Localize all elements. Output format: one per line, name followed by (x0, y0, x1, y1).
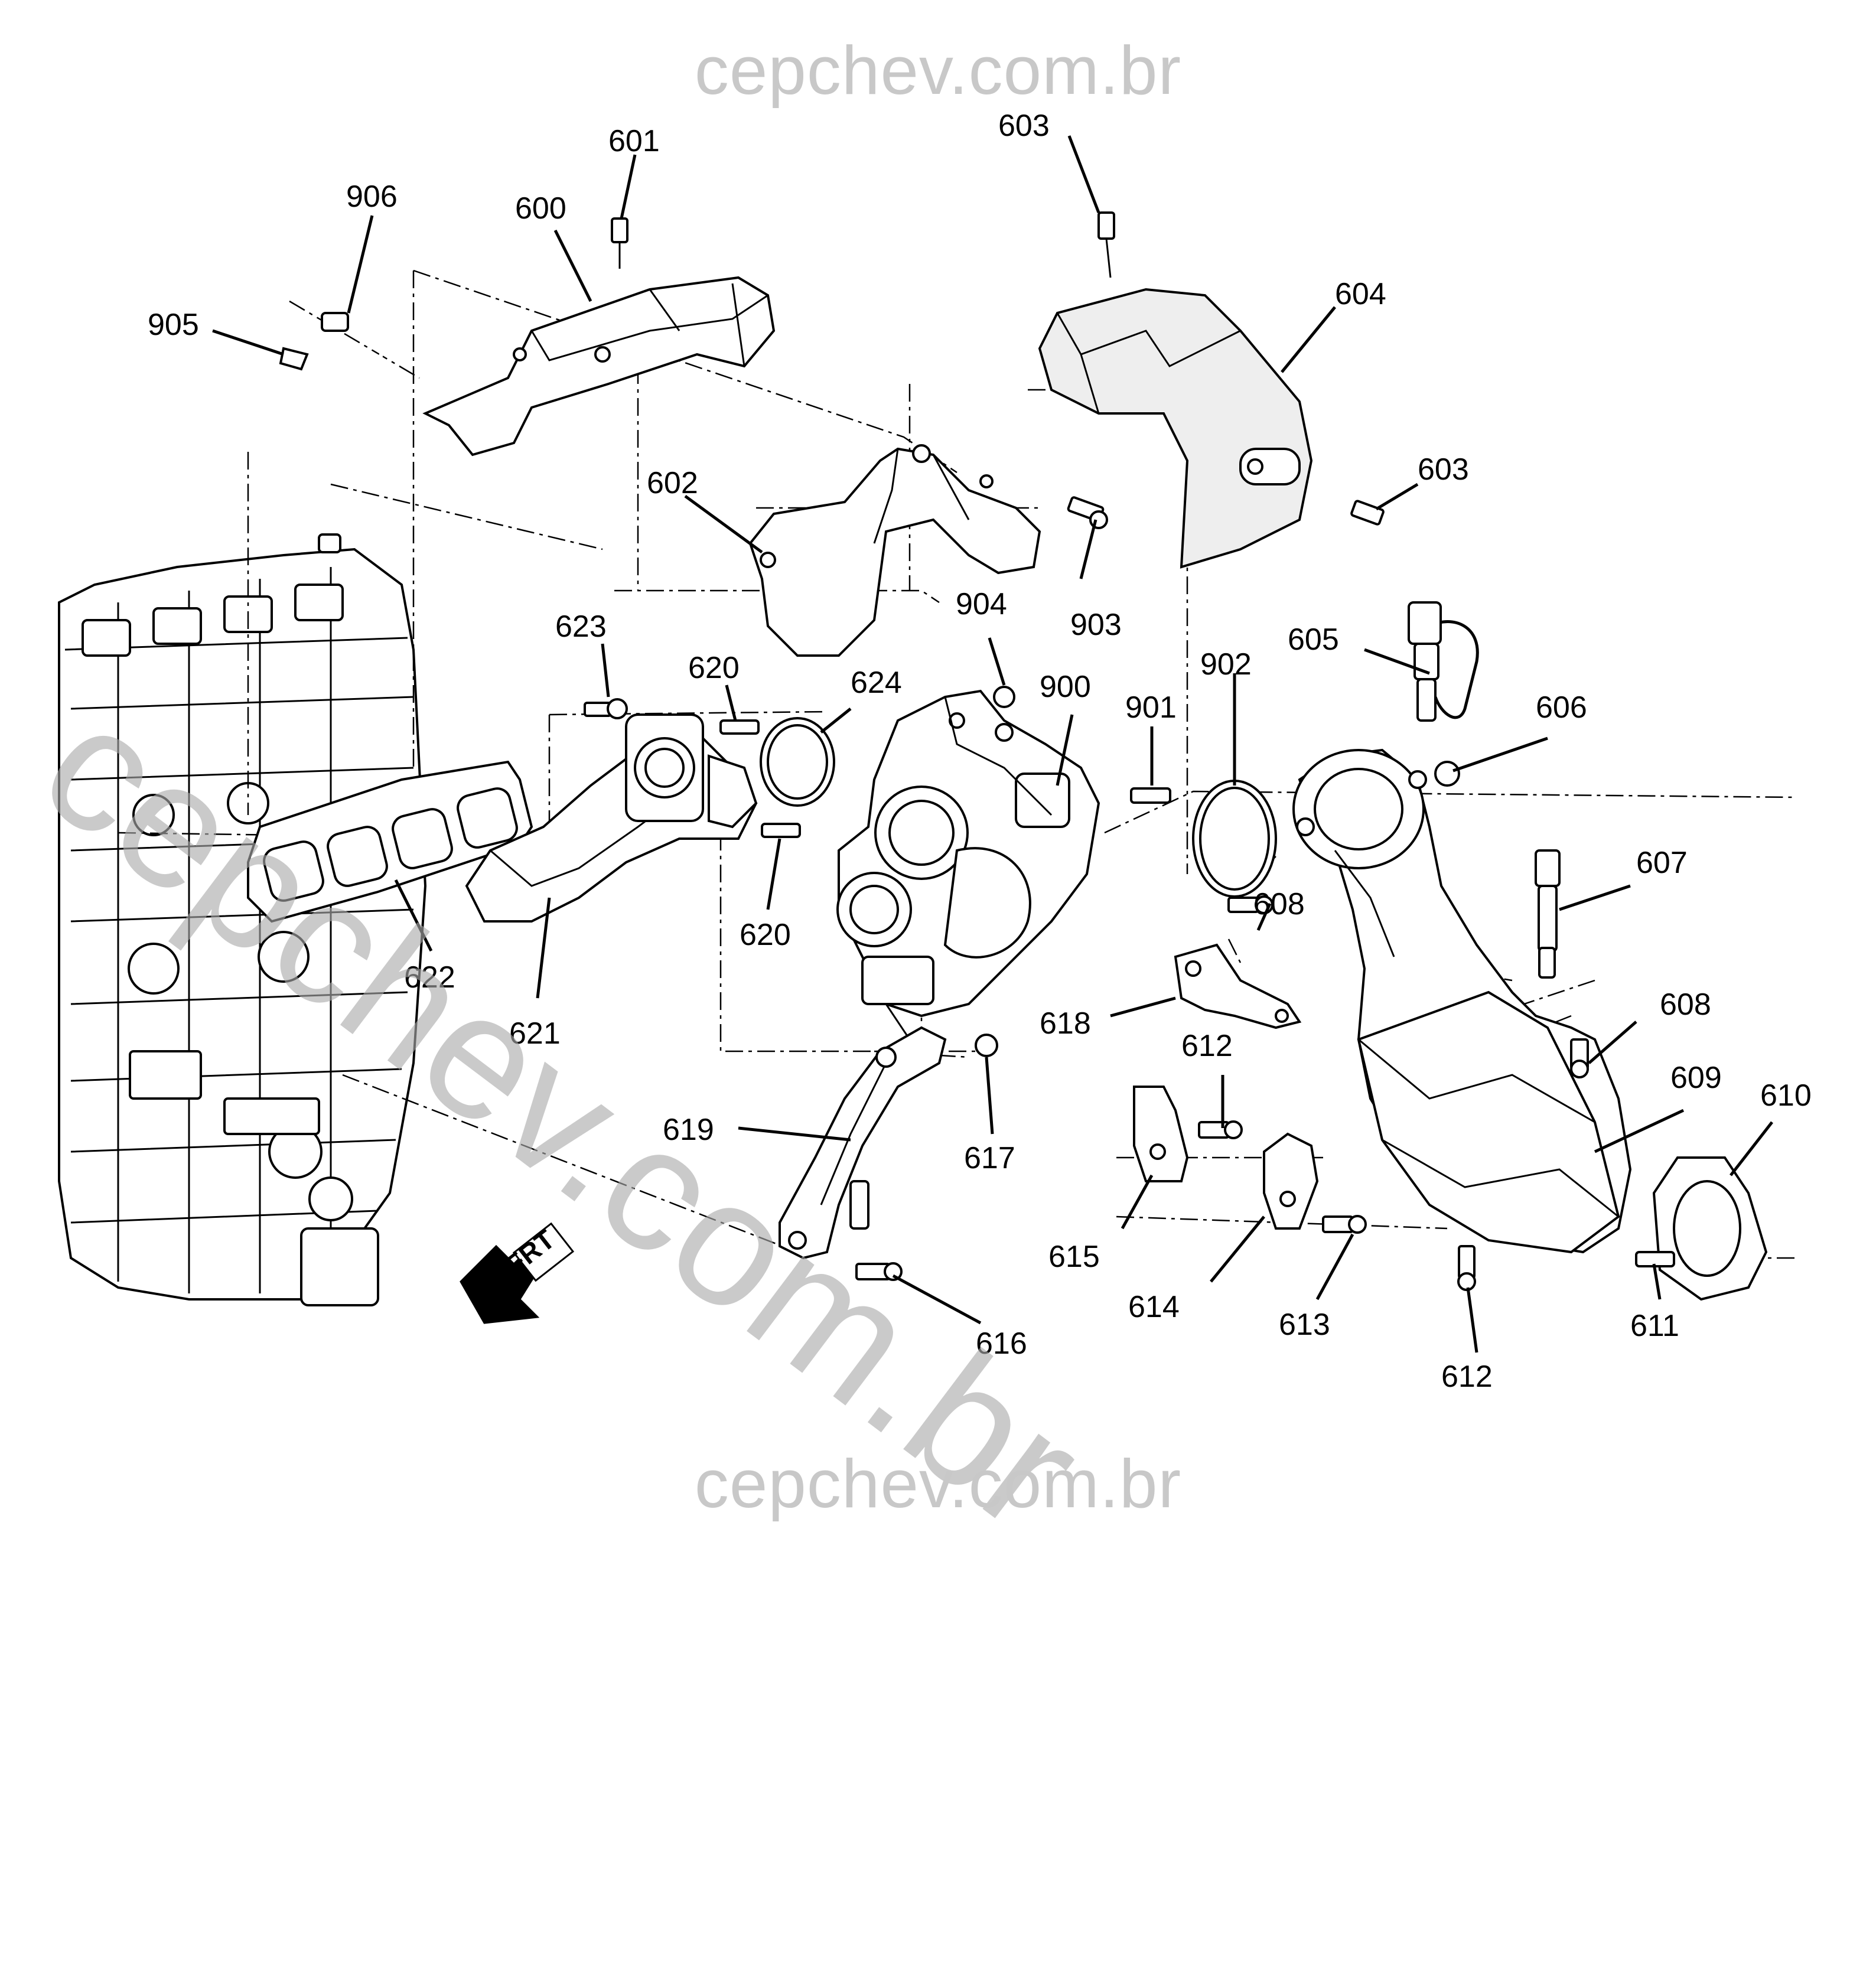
callout-603-upper: 603 (998, 109, 1050, 143)
callout-613: 613 (1279, 1308, 1330, 1342)
bolt-903 (1067, 496, 1108, 529)
callout-603-right: 603 (1418, 452, 1469, 487)
turbo-heat-shield (748, 444, 1041, 657)
bolt-616 (855, 1262, 903, 1281)
bolt-603-right (1350, 500, 1385, 526)
callout-612-lower: 612 (1441, 1360, 1493, 1394)
bracket-615 (1133, 1086, 1189, 1182)
turbocharger (836, 689, 1100, 1040)
callout-620-lower: 620 (740, 918, 791, 952)
watermark-top: cepchev.com.br (694, 32, 1182, 109)
upper-heat-shield (422, 276, 776, 457)
callout-607: 607 (1636, 846, 1688, 880)
callout-902: 902 (1200, 647, 1252, 682)
bracket-618 (1174, 943, 1302, 1029)
callout-labels: 601 600 906 905 603 604 603 903 602 904 … (148, 109, 1812, 1394)
exploded-diagram: FRT (58, 109, 1812, 1394)
callout-600: 600 (515, 191, 566, 226)
callout-606: 606 (1536, 690, 1587, 725)
callout-906: 906 (346, 180, 398, 214)
callout-601: 601 (608, 124, 660, 158)
leader-lines (212, 135, 1773, 1353)
callout-621: 621 (509, 1016, 561, 1051)
turbo-gasket-624 (760, 717, 835, 807)
callout-614: 614 (1128, 1290, 1180, 1324)
exhaust-gasket-610 (1652, 1156, 1768, 1301)
bracket-614 (1263, 1132, 1319, 1230)
front-direction-arrow (460, 1222, 575, 1324)
callout-617: 617 (964, 1141, 1015, 1175)
callout-608-upper: 608 (1253, 887, 1305, 921)
callout-615: 615 (1048, 1240, 1100, 1274)
turbo-outlet-gasket-902 (1192, 780, 1277, 898)
bolt-603-upper (1097, 211, 1115, 278)
callout-608-right: 608 (1660, 987, 1711, 1022)
exhaust-manifold (465, 713, 758, 923)
callout-903: 903 (1070, 608, 1122, 642)
callout-619: 619 (663, 1113, 714, 1147)
oxygen-sensor-605 (1408, 601, 1479, 722)
watermark-bottom: cepchev.com.br (694, 1445, 1182, 1522)
bolt-601 (611, 217, 628, 269)
oxygen-sensor-607 (1535, 849, 1561, 979)
turbo-support-bracket (779, 1026, 947, 1260)
callout-623: 623 (555, 610, 607, 644)
callout-604: 604 (1335, 277, 1386, 311)
callout-904: 904 (956, 587, 1007, 621)
bolt-612-upper (1198, 1120, 1243, 1139)
callout-620-upper: 620 (688, 651, 740, 685)
catalytic-converter (1292, 748, 1632, 1254)
stud-620-upper (719, 719, 760, 735)
bolt-612-lower (1457, 1245, 1476, 1291)
nut-617 (975, 1034, 998, 1057)
bolt-613 (1322, 1215, 1367, 1234)
catalytic-converter-heat-shield (1038, 288, 1313, 569)
bolt-608-right (1570, 1038, 1589, 1078)
callout-901: 901 (1125, 690, 1177, 725)
nut-904 (993, 686, 1015, 708)
callout-900: 900 (1040, 670, 1091, 704)
exhaust-manifold-gasket (247, 760, 533, 923)
callout-602: 602 (647, 466, 698, 500)
callout-618: 618 (1040, 1006, 1091, 1041)
coolant-hose (271, 312, 384, 553)
callout-624: 624 (851, 666, 902, 700)
callout-905: 905 (148, 308, 199, 342)
nut-606 (1434, 761, 1460, 787)
callout-616: 616 (976, 1327, 1027, 1361)
callout-612-upper: 612 (1181, 1029, 1233, 1063)
callout-622: 622 (404, 960, 455, 995)
stud-901 (1130, 787, 1171, 804)
stud-620-lower (761, 823, 801, 838)
callout-605: 605 (1288, 623, 1339, 657)
bolt-608-upper (1227, 895, 1274, 914)
bolt-623 (584, 698, 628, 719)
callout-609: 609 (1670, 1061, 1722, 1095)
callout-610: 610 (1760, 1078, 1812, 1113)
callout-611: 611 (1630, 1309, 1679, 1343)
engine-block (58, 547, 427, 1306)
